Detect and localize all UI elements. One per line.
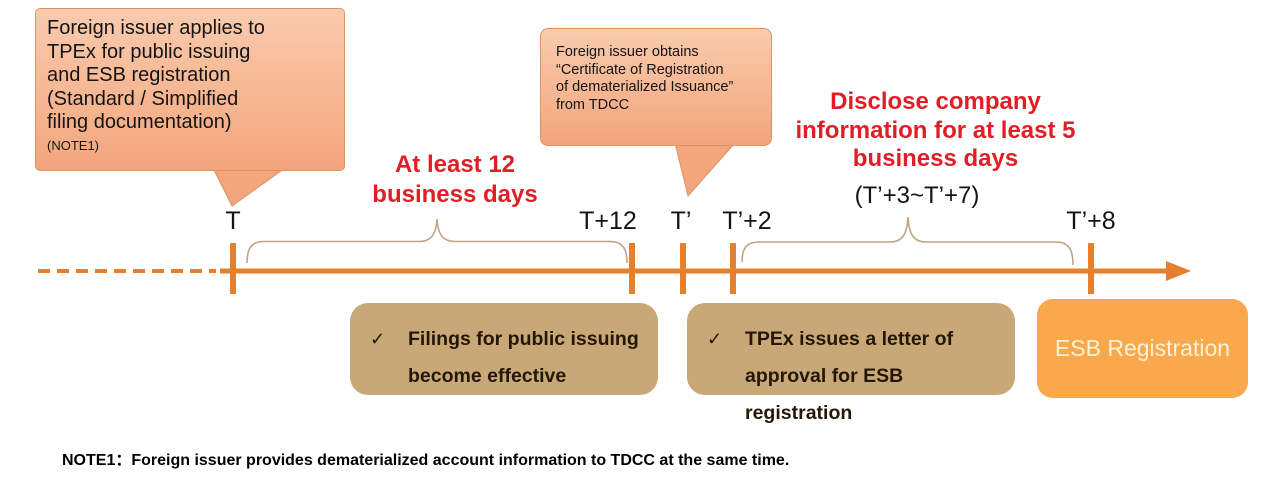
footnote-note1: NOTE1：Foreign issuer provides dematerial…: [62, 452, 790, 469]
disclosure-range-label: (T’+3~T’+7): [854, 182, 980, 209]
callout-certificate-pointer: [674, 142, 737, 198]
callout-application: Foreign issuer applies to TPEx for publi…: [35, 8, 345, 171]
tick-label-tprime: T’: [670, 207, 692, 235]
callout-certificate-text: Foreign issuer obtains “Certificate of R…: [556, 44, 734, 113]
milestone-filings-text: Filings for public issuing become effect…: [408, 328, 639, 387]
tick-label-tprime2: T’+2: [722, 207, 772, 235]
tick-label-t12: T+12: [579, 207, 637, 235]
callout-application-pointer: [212, 167, 287, 207]
tick-label-t: T: [225, 207, 241, 235]
brace-filing-period: [246, 218, 628, 264]
checkmark-icon: ✓: [707, 329, 723, 349]
period-heading-disclosure: Disclose company information for at leas…: [795, 88, 1076, 172]
period-heading-at-least-12-days: At least 12 business days: [372, 151, 538, 208]
esb-registration-box: ESB Registration: [1037, 299, 1248, 398]
milestone-approval-text: TPEx issues a letter of approval for ESB…: [745, 328, 954, 424]
brace-disclosure-period: [741, 216, 1074, 266]
callout-application-text: Foreign issuer applies to TPEx for publi…: [47, 17, 265, 133]
milestone-box-tpex-approval: ✓ TPEx issues a letter of approval for E…: [687, 303, 1015, 424]
callout-application-note-ref: (NOTE1): [47, 137, 99, 153]
tick-label-tprime8: T’+8: [1066, 207, 1116, 235]
callout-certificate: Foreign issuer obtains “Certificate of R…: [540, 28, 772, 146]
milestone-box-filings-effective: ✓ Filings for public issuing become effe…: [350, 303, 658, 395]
arrowhead-icon: [1166, 261, 1191, 281]
checkmark-icon: ✓: [370, 329, 386, 349]
